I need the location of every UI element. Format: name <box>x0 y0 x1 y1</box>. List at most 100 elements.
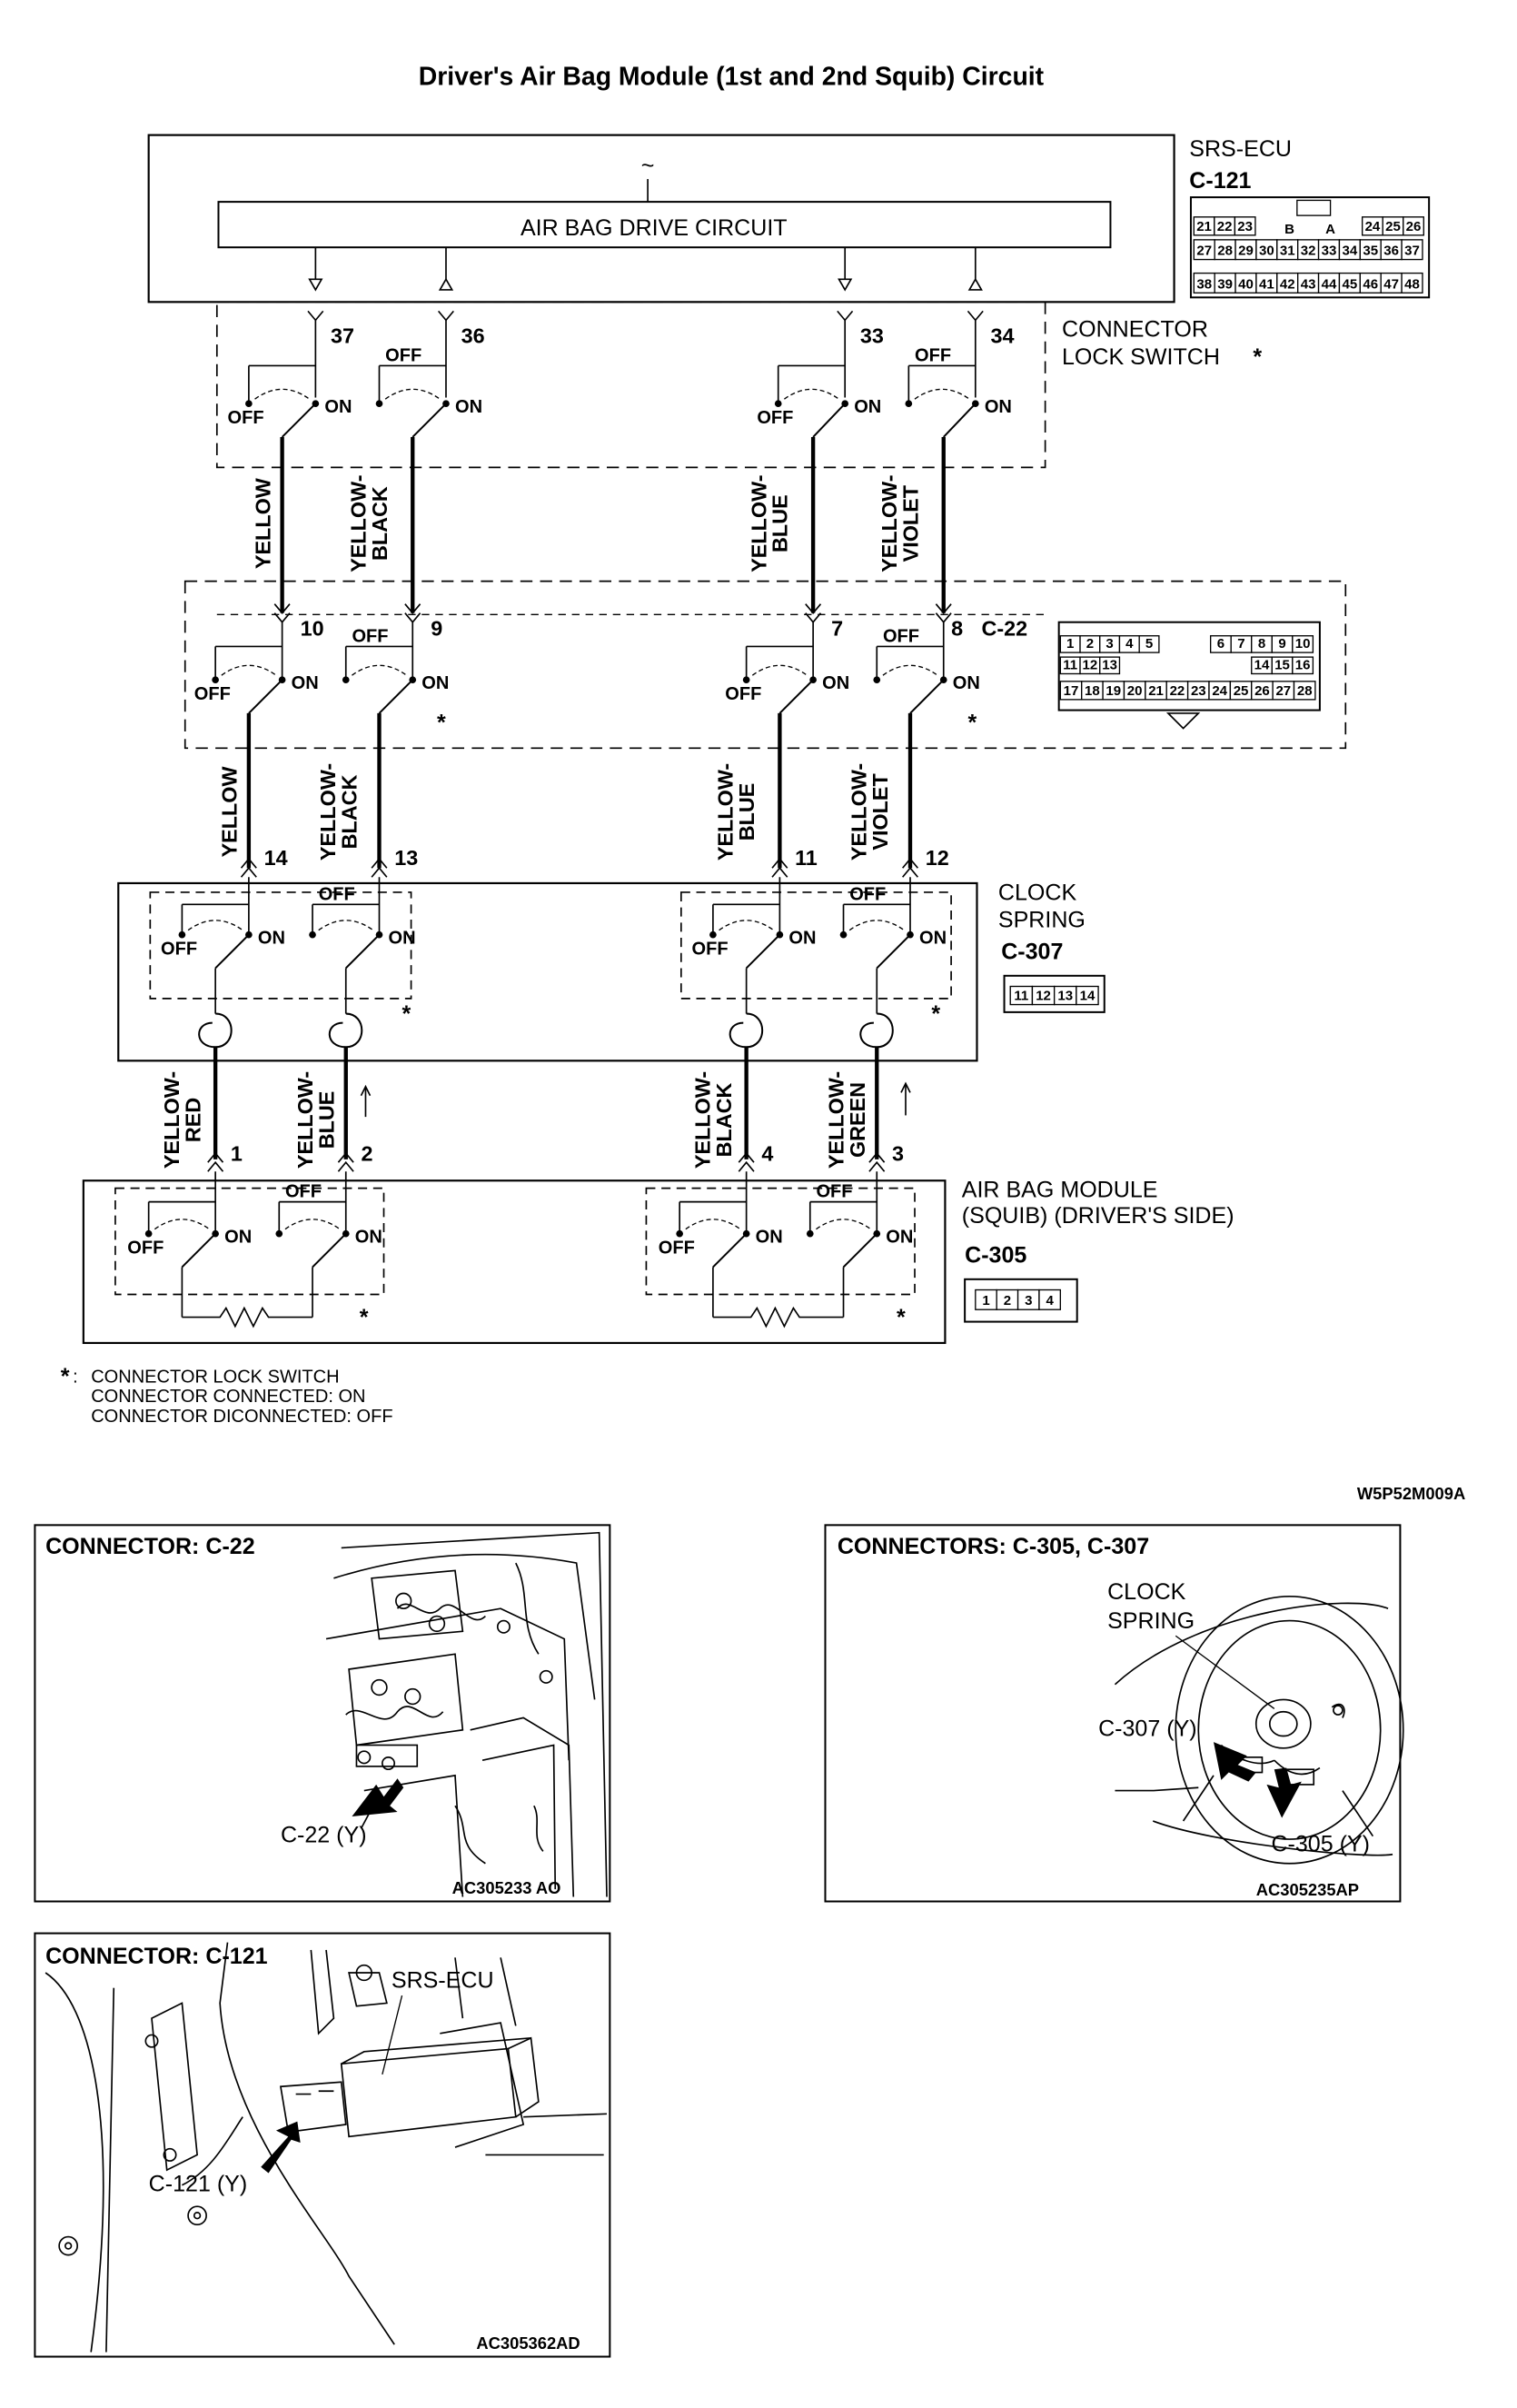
locator-srs-ecu-callout: SRS-ECU <box>392 1968 494 1994</box>
c22-pin-10: 10 <box>301 617 324 641</box>
c121-row2-cell-label-32: 32 <box>1301 244 1316 259</box>
clock-pair1-switch-arc-b <box>318 920 374 931</box>
locator-c121-code: AC305362AD <box>476 2333 580 2353</box>
c305-row-cell-label-3: 3 <box>1025 1293 1032 1308</box>
clock-pair1-switch-arc-a <box>187 920 243 931</box>
c22-face-latch <box>1165 712 1201 730</box>
diagram-code: W5P52M009A <box>1357 1484 1465 1503</box>
module-pair1-switch-off-dot-b <box>275 1229 283 1238</box>
wire-label-ecu-c22-1-line1: BLACK <box>368 486 392 561</box>
module-pair1-switch-blade-b <box>312 1233 347 1269</box>
clock-pair2-switch-off-dot-a <box>709 930 717 939</box>
clock-pair1-switch-on-label-a: ON <box>258 929 285 949</box>
c121-row3-cell-label-38: 38 <box>1196 276 1212 292</box>
ecu-pair2-switch-arc-a <box>783 388 839 400</box>
wire-label-c22-clock-2-line0: YELLOW- <box>714 763 738 861</box>
c22-pair2-switch-arc-a <box>751 664 808 676</box>
c121-row3-cell-label-43: 43 <box>1301 276 1316 292</box>
clock-pin-terminal-top-3 <box>902 857 918 878</box>
ecu-pair2-switch-on-label-a: ON <box>854 397 881 417</box>
clock-pair2-switch-off-dot-b <box>839 930 848 939</box>
c121-face-outline <box>1189 196 1431 299</box>
wire-label-clock-module-3-line0: YELLOW- <box>825 1071 848 1169</box>
ecu-pin-terminal-0 <box>307 310 324 322</box>
c22-pair1-switch-arc-b <box>352 664 407 676</box>
clock-pair2-switch-on-label-a: ON <box>788 929 816 949</box>
module-label-line1: AIR BAG MODULE <box>962 1178 1158 1203</box>
wire-label-ecu-c22-2-line0: YELLOW- <box>747 474 770 572</box>
locator-c121-title: CONNECTOR: C-121 <box>45 1944 268 1969</box>
clock-pair1-switch-off-label-a: OFF <box>161 939 197 959</box>
ecu-pair1-switch-on-label-b: ON <box>455 397 482 417</box>
c307-row-cell-label-11: 11 <box>1014 989 1028 1004</box>
c22-row3-cell-label-23: 23 <box>1191 683 1206 699</box>
clock-pair1-switch-blade-a <box>214 934 250 970</box>
clock-pair2-switch-on-label-b: ON <box>919 929 947 949</box>
wire-label-c22-clock-1: YELLOW-BLACK <box>316 763 361 861</box>
footnote-line1: CONNECTOR LOCK SWITCH <box>91 1367 339 1387</box>
c307-row-cell-3 <box>1076 985 1099 1006</box>
ecu-pin-34: 34 <box>991 323 1015 347</box>
c22-pair2-switch-off-label-b: OFF <box>883 626 919 646</box>
module-pair2-switch-off-label-b: OFF <box>816 1182 852 1202</box>
wire-label-c22-clock-1-line1: BLACK <box>337 774 361 849</box>
c121-row3-cell-10 <box>1401 272 1423 294</box>
wire-label-clock-module-1: YELLOW-BLUE <box>293 1071 338 1169</box>
locator-c22-callout: C-22 (Y) <box>281 1822 367 1847</box>
locator-c22-title: CONNECTOR: C-22 <box>45 1534 255 1559</box>
clock-pair2-switch-off-label-a: OFF <box>692 939 729 959</box>
c121-row1b-cell-label-26: 26 <box>1406 219 1422 234</box>
c22-pair2-switch-blade-b <box>909 679 945 714</box>
c22-row2b-cell-label-14: 14 <box>1254 657 1270 672</box>
ecu-pair2-switch-on-label-b: ON <box>985 397 1012 417</box>
footnote-asterisk: * <box>61 1364 70 1389</box>
ecu-pair2-switch-off-dot-a <box>774 400 782 408</box>
locator-c305-c307-title: CONNECTORS: C-305, C-307 <box>838 1534 1149 1559</box>
c22-asterisk-1: * <box>437 710 446 735</box>
clock-coil-1 <box>328 1012 363 1049</box>
c22-pair1-switch-off-dot-b <box>342 676 350 684</box>
squib-resistor-0 <box>182 1306 313 1328</box>
c121-row1-label-a: A <box>1325 222 1335 237</box>
air-bag-module-box <box>82 1179 947 1345</box>
c22-row2b-cell-label-16: 16 <box>1295 657 1311 672</box>
c22-row1a-cell-label-4: 4 <box>1125 636 1134 652</box>
module-pair1-switch-off-label-b: OFF <box>285 1182 322 1202</box>
clock-coil-3 <box>859 1012 894 1049</box>
c22-pair1-switch-off-label-b: OFF <box>352 626 388 646</box>
wire-label-ecu-c22-3-line1: VIOLET <box>898 484 922 562</box>
c22-row1a-cell-label-5: 5 <box>1145 636 1153 652</box>
ecu-pair2-switch-arc-b <box>914 388 970 400</box>
wire-label-clock-module-3-line1: GREEN <box>846 1082 869 1158</box>
module-pin-terminal-top-2 <box>738 1151 755 1172</box>
module-pair2-switch-off-label-a: OFF <box>659 1238 695 1258</box>
c22-pair2-switch-blade-a <box>778 679 814 714</box>
ecu-pin-36: 36 <box>461 323 485 347</box>
wire-label-ecu-c22-2: YELLOW-BLUE <box>747 474 791 572</box>
locator-c121-callout: C-121 (Y) <box>149 2171 248 2196</box>
c121-row3-cell-label-45: 45 <box>1343 276 1358 292</box>
ecu-pin-33: 33 <box>860 323 884 347</box>
wire-label-c22-clock-3-line0: YELLOW- <box>848 763 871 861</box>
ecu-pin-terminal-1 <box>437 310 454 322</box>
c121-row1a-cell-label-23: 23 <box>1237 219 1253 234</box>
ecu-pair2-switch-off-label-b: OFF <box>915 345 951 365</box>
clock-asterisk-1: * <box>402 1001 411 1027</box>
clock-pair2-switch-arc-b <box>848 920 905 931</box>
module-pin-3: 3 <box>892 1142 904 1166</box>
c22-row3-cell-label-18: 18 <box>1085 683 1100 699</box>
c121-row1b-cell-label-25: 25 <box>1385 219 1401 234</box>
c22-box <box>183 580 1347 750</box>
c22-pin-8: 8 <box>951 617 963 641</box>
c121-row1-label-b: B <box>1284 222 1294 237</box>
module-pin-1: 1 <box>231 1142 243 1166</box>
module-pair2-switch-off-dot-b <box>806 1229 814 1238</box>
wire-label-clock-module-1-line1: BLUE <box>314 1091 338 1149</box>
clock-pair2-switch-off-label-b: OFF <box>849 884 886 904</box>
c121-row3-cell-label-42: 42 <box>1280 276 1295 292</box>
wire-label-c22-clock-3: YELLOW-VIOLET <box>848 763 892 861</box>
wire-label-clock-module-2-line0: YELLOW- <box>691 1071 715 1169</box>
locator-c305-c307-code: AC305235AP <box>1256 1880 1359 1899</box>
wire-label-c22-clock-1-line0: YELLOW- <box>316 763 340 861</box>
